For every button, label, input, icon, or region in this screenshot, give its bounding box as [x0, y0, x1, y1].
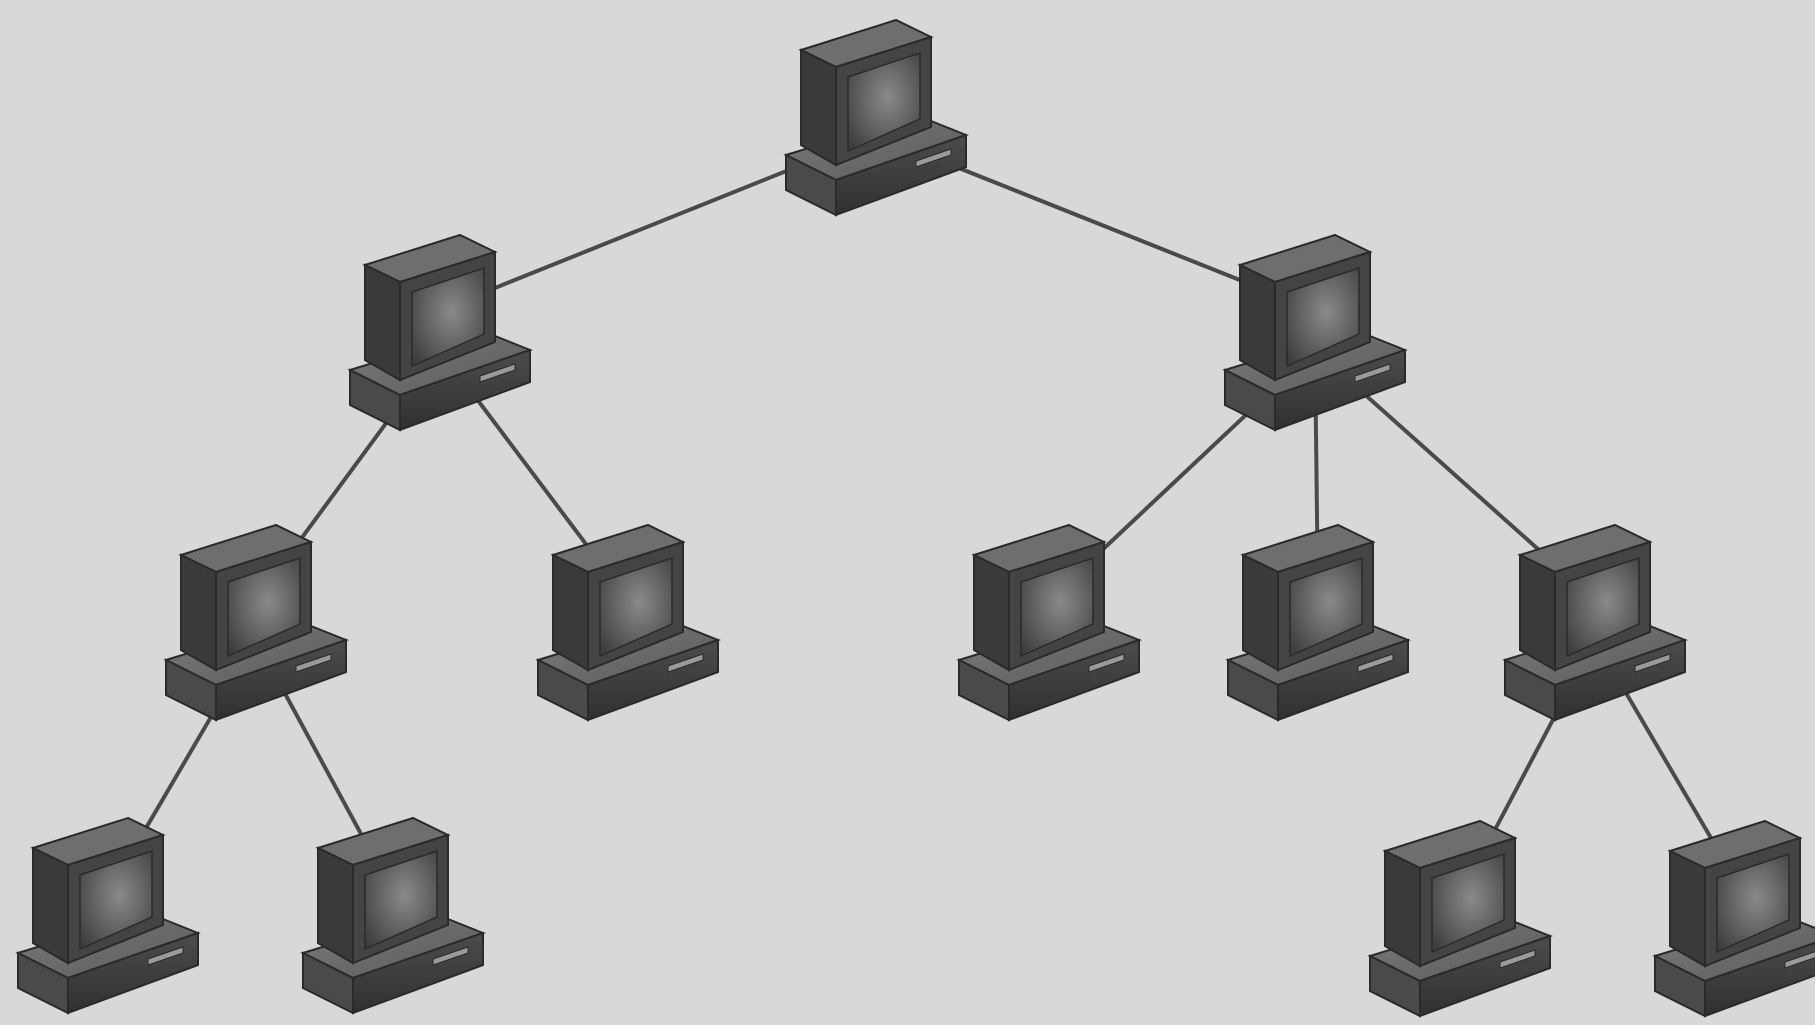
computer-icon: [783, 18, 969, 217]
computer-icon: [1652, 819, 1815, 1018]
computer-icon: [347, 233, 533, 432]
computer-icon: [163, 523, 349, 722]
computer-icon: [1502, 523, 1688, 722]
connection-lines: [106, 133, 1747, 898]
computer-icon: [1222, 233, 1408, 432]
computer-icon: [1225, 523, 1411, 722]
computer-nodes: [15, 18, 1815, 1018]
computer-icon: [535, 523, 721, 722]
computer-icon: [1367, 819, 1553, 1018]
computer-icon: [300, 816, 486, 1015]
computer-icon: [15, 816, 201, 1015]
computer-icon: [956, 523, 1142, 722]
